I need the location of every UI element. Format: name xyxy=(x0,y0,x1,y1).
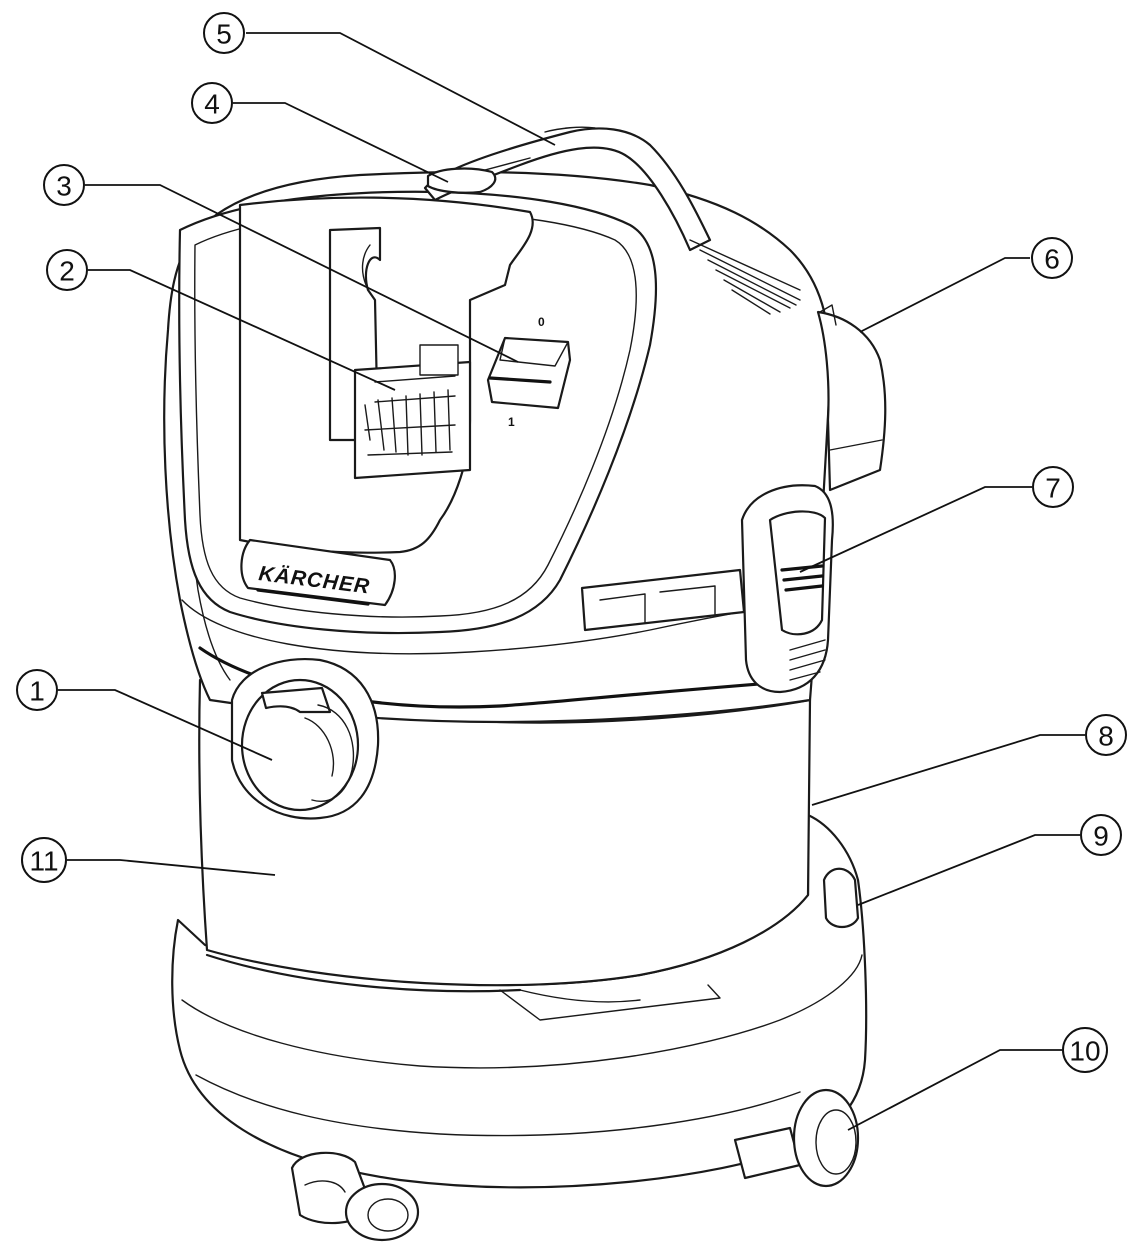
side-bumper xyxy=(499,867,860,1021)
accessory-holder xyxy=(580,568,746,632)
front-caster xyxy=(290,1151,420,1242)
callout-1: 1 xyxy=(16,669,58,711)
callout-10: 10 xyxy=(1062,1027,1108,1073)
callout-leaders xyxy=(58,32,1085,1131)
callout-5: 5 xyxy=(203,12,245,54)
callout-11: 11 xyxy=(21,837,67,883)
callout-3: 3 xyxy=(43,164,85,206)
callout-label: 2 xyxy=(59,256,75,287)
callout-label: 8 xyxy=(1098,721,1114,752)
callout-label: 4 xyxy=(204,89,220,120)
callout-label: 7 xyxy=(1045,473,1061,504)
callout-4: 4 xyxy=(191,82,233,124)
control-panel xyxy=(178,190,658,635)
callout-label: 10 xyxy=(1069,1036,1100,1067)
brand-badge: KÄRCHER xyxy=(240,538,396,607)
callout-label: 9 xyxy=(1093,821,1109,852)
callout-label: 5 xyxy=(216,19,232,50)
carry-handle[interactable] xyxy=(423,126,712,252)
callout-6: 6 xyxy=(1031,237,1073,279)
container-latch[interactable] xyxy=(740,484,834,694)
suction-port[interactable] xyxy=(230,658,380,820)
rear-module xyxy=(816,304,887,492)
callout-label: 1 xyxy=(29,676,45,707)
rear-caster xyxy=(733,1088,860,1188)
top-vent xyxy=(689,239,801,315)
callout-label: 3 xyxy=(56,171,72,202)
switch-on-mark: 1 xyxy=(508,415,515,429)
power-switch[interactable]: 0 1 xyxy=(486,315,572,429)
callout-2: 2 xyxy=(46,249,88,291)
callout-label: 11 xyxy=(29,846,58,877)
callout-label: 6 xyxy=(1044,244,1060,275)
callout-7: 7 xyxy=(1032,466,1074,508)
switch-off-mark: 0 xyxy=(538,315,545,329)
callout-9: 9 xyxy=(1080,814,1122,856)
callout-8: 8 xyxy=(1085,714,1127,756)
